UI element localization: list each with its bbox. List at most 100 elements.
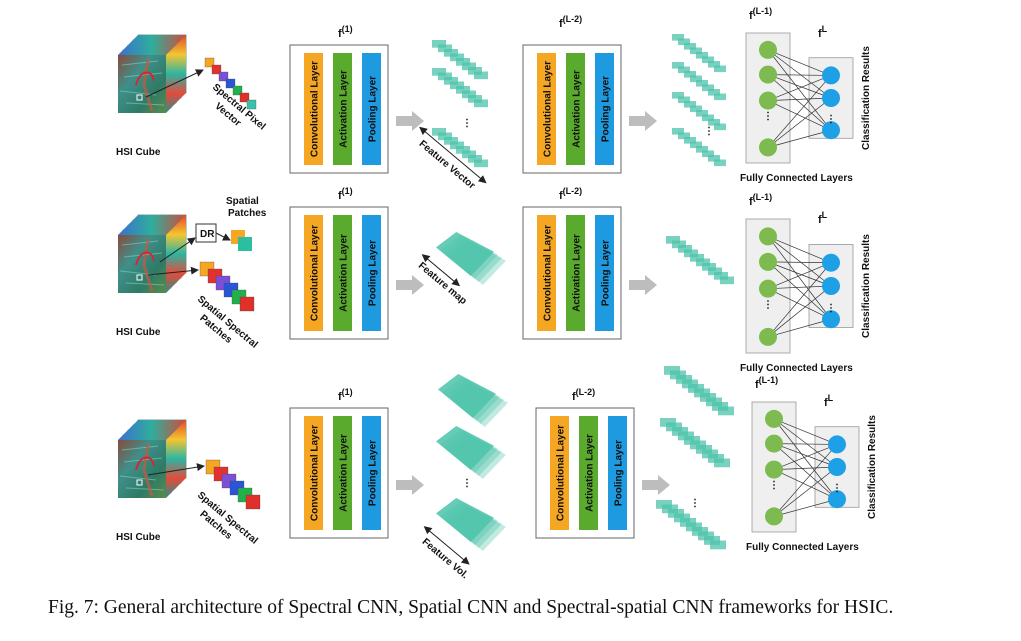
fc-neuron-blue [828, 435, 846, 454]
fc-neuron-blue [822, 310, 840, 329]
fc-neuron-green [759, 327, 777, 346]
row1-flow-arrow-1 [396, 111, 424, 131]
pooling-layer-bar [362, 53, 381, 165]
pooling-layer-bar [362, 215, 381, 331]
pooling-layer-bar [362, 416, 381, 530]
fc-connection [773, 466, 838, 470]
activation-layer-bar-label: Activation Layer [339, 70, 350, 148]
activation-layer-bar-label: Activation Layer [339, 234, 350, 312]
fc-connection [773, 466, 838, 517]
fc-connection [767, 75, 832, 101]
row2-input-arrow [147, 266, 199, 276]
row2-dr-label: DR [200, 229, 215, 240]
row2-spatial-spectral-patches [199, 261, 255, 312]
row1-feature-dots: ⋮ [462, 118, 472, 129]
row3-fL-label: fL [824, 393, 834, 409]
fc-dots: ⋮ [832, 483, 842, 494]
pooling-layer-bar-label: Pooling Layer [368, 76, 379, 142]
fc-connection [767, 236, 832, 264]
fc-connection [767, 318, 832, 338]
fc-neuron-green [765, 460, 783, 479]
row3-fL1-label: f(L-1) [755, 375, 778, 391]
fc-neuron-blue [822, 253, 840, 272]
pooling-layer-bar-label: Pooling Layer [368, 240, 379, 306]
activation-layer-bar-label: Activation Layer [339, 434, 350, 512]
activation-layer-bar [333, 53, 352, 165]
row1-layer-block-1: Convolutional Layer Activation Layer Pooli… [289, 44, 389, 174]
fc-neuron-green [759, 138, 777, 157]
fc-connection [767, 288, 832, 320]
fc-connection [767, 261, 832, 320]
fc-connection [767, 262, 832, 338]
row2-fL2-label: f(L-2) [559, 186, 582, 202]
activation-layer-bar [566, 53, 585, 165]
activation-layer-bar-label: Activation Layer [585, 434, 596, 512]
fc-connection [773, 444, 838, 470]
fc-neuron-blue [828, 490, 846, 509]
fc-connection [773, 418, 838, 468]
classification-results-label: Classification Results [867, 415, 878, 519]
fc-dots: ⋮ [763, 111, 773, 122]
activation-layer-bar [333, 416, 352, 530]
fc-neuron-green [759, 252, 777, 271]
fc-connection [767, 261, 832, 264]
fc-connection [773, 418, 838, 445]
fc-connection [767, 97, 832, 101]
row3-deep-strip-b [660, 418, 730, 468]
row2-hsi-cube [118, 214, 187, 293]
row1-fL2-label: f(L-2) [559, 14, 582, 30]
fc-connection [773, 469, 838, 500]
convolutional-layer-bar-label: Convolutional Layer [310, 225, 321, 321]
figure-caption: Fig. 7: General architecture of Spectral… [48, 597, 894, 618]
row3-hsi-cube-label: HSI Cube [116, 532, 161, 543]
row1-hsi-cube-label: HSI Cube [116, 147, 161, 158]
fc-connection [767, 74, 832, 131]
row1-deep-strip-c [672, 92, 726, 131]
fc-dots: ⋮ [769, 480, 779, 491]
fc-neuron-blue [828, 458, 846, 476]
row3-feature-dots: ⋮ [462, 478, 472, 489]
convolutional-layer-bar [550, 416, 569, 530]
row1-input-arrow [145, 69, 204, 98]
fc-connection [773, 418, 838, 500]
row1-feature-strip-a [432, 40, 488, 80]
fc-connection [773, 444, 838, 517]
fc-connection [767, 285, 832, 290]
row2-spatial-patch-2 [238, 237, 252, 251]
row3-fL2-label: f(L-2) [572, 387, 595, 403]
pooling-layer-bar-label: Pooling Layer [601, 240, 612, 306]
row3-flow-arrow-2 [642, 475, 670, 495]
pooling-layer-bar-label: Pooling Layer [614, 440, 625, 506]
row1-deep-strip-b [672, 62, 726, 101]
row2-flow-arrow-1 [396, 275, 424, 295]
row2-layer-block-1: Convolutional Layer Activation Layer Pooli… [289, 206, 389, 340]
fc-connection [767, 285, 832, 338]
fc-connection [767, 97, 832, 148]
convolutional-layer-bar [304, 53, 323, 165]
convolutional-layer-bar [304, 215, 323, 331]
row2-fL1-label: f(L-1) [749, 192, 772, 208]
row2-f1-label: f(1) [338, 186, 353, 202]
fc-connection [767, 129, 832, 148]
row2-feature-map [436, 232, 506, 285]
convolutional-layer-bar [537, 53, 556, 165]
row3-f1-label: f(1) [338, 387, 353, 403]
row3-hsi-cube [118, 419, 187, 498]
row3-deep-strip-a [664, 366, 734, 416]
row1-feature-span-arrow [419, 126, 487, 184]
activation-layer-bar-label: Activation Layer [572, 70, 583, 148]
convolutional-layer-bar-label: Convolutional Layer [310, 61, 321, 157]
row2-hsi-cube-label: HSI Cube [116, 327, 161, 338]
activation-layer-bar [566, 215, 585, 331]
row1-fL1-label: f(L-1) [749, 6, 772, 22]
fc-connection [767, 236, 832, 287]
fc-connection [767, 49, 832, 76]
fc-connection [773, 443, 838, 445]
activation-layer-bar [579, 416, 598, 530]
row3-fully-connected-label: Fully Connected Layers [746, 542, 859, 553]
